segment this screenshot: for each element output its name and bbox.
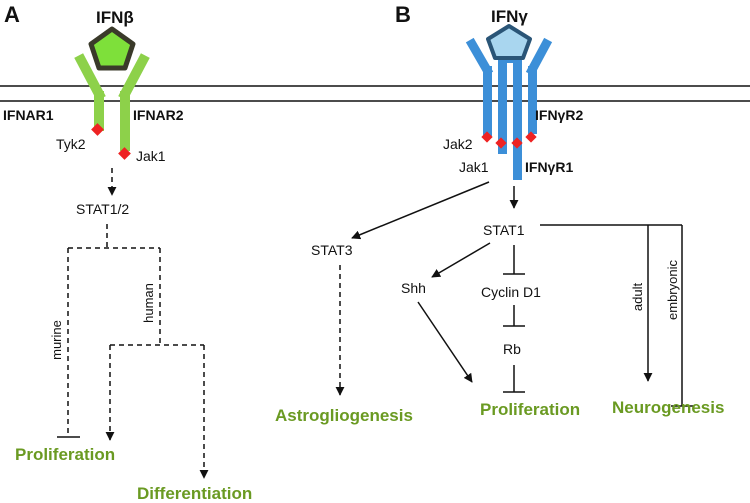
- proliferation-outcome-a: Proliferation: [15, 445, 115, 464]
- panel-a-label: A: [4, 2, 20, 27]
- murine-branch-label: murine: [49, 320, 64, 360]
- arrow-shh-to-proliferation: [417, 301, 473, 383]
- embryonic-branch-label: embryonic: [665, 260, 680, 320]
- phospho-site-jak1: [118, 147, 131, 160]
- shh-label: Shh: [401, 280, 426, 296]
- ifnb-ligand-pentagon: [88, 26, 136, 71]
- phospho-site-jak1-b: [511, 137, 523, 149]
- phospho-site-jak2-a: [481, 131, 493, 143]
- stat1-label: STAT1: [483, 222, 525, 238]
- jak2-label: Jak2: [443, 136, 473, 152]
- astrogliogenesis-outcome: Astrogliogenesis: [275, 406, 413, 425]
- human-branch-label: human: [141, 283, 156, 323]
- tyk2-label: Tyk2: [56, 136, 86, 152]
- phospho-site-jak2-b: [495, 137, 507, 149]
- ifnb-ligand-label: IFNβ: [96, 8, 134, 27]
- stat12-branch-lines: [57, 224, 209, 479]
- jak1-label-a: Jak1: [136, 148, 166, 164]
- ifngr-receptor-complex: [465, 37, 553, 180]
- rb-inhibits-proliferation: [503, 365, 525, 393]
- arrow-to-shh: [431, 242, 491, 278]
- rb-label: Rb: [503, 341, 521, 357]
- stat1-to-neurogenesis-lines: [540, 224, 693, 407]
- stat3-label: STAT3: [311, 242, 353, 258]
- proliferation-outcome-b: Proliferation: [480, 400, 580, 419]
- ifnar2-label: IFNAR2: [133, 107, 184, 123]
- ifngr1-label: IFNγR1: [525, 159, 573, 175]
- ifnar-receptor: [74, 53, 150, 151]
- ifnar1-label: IFNAR1: [3, 107, 54, 123]
- cyclin-d1-label: Cyclin D1: [481, 284, 541, 300]
- stat1-inhibits-cyclin-d1: [503, 245, 525, 275]
- jak1-label-b: Jak1: [459, 159, 489, 175]
- cyclin-d1-inhibits-rb: [503, 305, 525, 327]
- panel-b-label: B: [395, 2, 411, 27]
- ifngr2-label: IFNγR2: [535, 107, 583, 123]
- arrow-to-stat3: [351, 181, 490, 240]
- differentiation-outcome: Differentiation: [137, 484, 252, 503]
- adult-branch-label: adult: [630, 283, 645, 312]
- neurogenesis-outcome: Neurogenesis: [612, 398, 724, 417]
- cell-membrane: [0, 85, 750, 102]
- phospho-site-ifngr2: [525, 131, 537, 143]
- stat12-label: STAT1/2: [76, 201, 129, 217]
- ifng-ligand-label: IFNγ: [491, 7, 528, 26]
- ifng-ligand-pentagon: [486, 24, 532, 60]
